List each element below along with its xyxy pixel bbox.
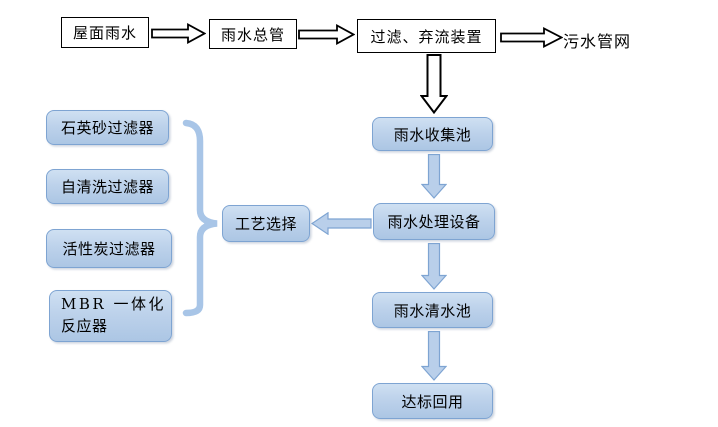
node-roof-rainwater: 屋面雨水 xyxy=(61,17,149,48)
block-arrow-down-icon xyxy=(421,243,447,290)
label-sewage-network: 污水管网 xyxy=(563,32,632,51)
node-process-selection: 工艺选择 xyxy=(222,205,310,242)
block-arrow-right-icon xyxy=(298,24,355,45)
node-compliant-reuse: 达标回用 xyxy=(372,383,493,419)
block-arrow-down-icon xyxy=(420,54,448,114)
block-arrow-down-icon xyxy=(421,154,447,199)
mbr-label-line2: 反应器 xyxy=(61,317,108,335)
block-arrow-down-icon xyxy=(421,331,447,381)
node-option-activated-carbon-filter: 活性炭过滤器 xyxy=(46,229,172,268)
block-arrow-right-icon xyxy=(500,27,563,48)
node-filter-divert-device: 过滤、弃流装置 xyxy=(357,19,496,53)
node-rainwater-main: 雨水总管 xyxy=(209,19,297,49)
node-clean-water-pool: 雨水清水池 xyxy=(372,292,493,328)
node-option-mbr-reactor: MBR 一体化 反应器 xyxy=(49,290,172,342)
curly-brace-icon xyxy=(182,119,218,317)
block-arrow-left-icon xyxy=(311,212,372,235)
block-arrow-right-icon xyxy=(151,23,206,44)
node-collection-pool: 雨水收集池 xyxy=(372,117,493,151)
node-option-quartz-sand-filter: 石英砂过滤器 xyxy=(46,110,169,145)
mbr-label-line1: MBR 一体化 xyxy=(61,295,166,314)
node-option-self-cleaning-filter: 自清洗过滤器 xyxy=(46,169,169,204)
node-treatment-equipment: 雨水处理设备 xyxy=(373,203,495,240)
